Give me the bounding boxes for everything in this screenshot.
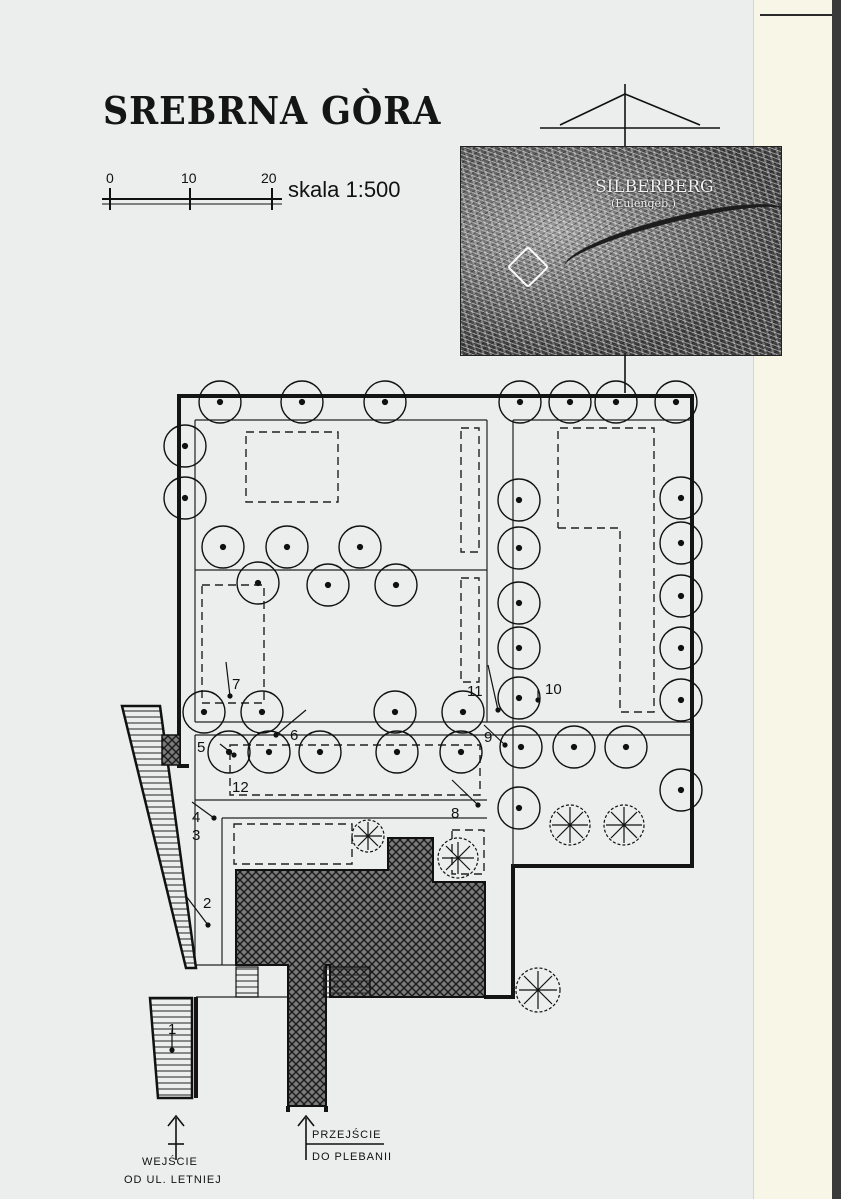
scale-label: skala 1:500 (288, 177, 401, 202)
boundary-wall-bottom (194, 997, 328, 1112)
tree-icon (659, 626, 703, 670)
trees-group (163, 380, 703, 830)
point-label: 8 (451, 805, 459, 822)
point-label: 11 (467, 683, 483, 700)
tree-icon (163, 476, 207, 520)
point-label: 4 (192, 809, 200, 826)
tree-icon (499, 725, 543, 769)
tree-icon (373, 690, 417, 734)
scale-tick-label: 10 (181, 170, 197, 186)
tree-icon (163, 424, 207, 468)
point-label: 5 (197, 739, 205, 756)
point-labels: 1 2 3 4 5 6 7 8 9 10 11 12 (168, 676, 562, 1038)
entrance-arrow-icon (167, 1114, 185, 1160)
tree-icon (265, 525, 309, 569)
north-arrow-icon (540, 84, 720, 393)
scale-tick-label: 0 (106, 170, 114, 186)
scale-bar (102, 188, 282, 210)
tree-icon (375, 730, 419, 774)
tree-icon (594, 380, 638, 424)
tree-icon (654, 380, 698, 424)
passage-arrow-icon (297, 1114, 384, 1160)
passage-note: DO PLEBANII (312, 1151, 392, 1163)
point-label: 9 (484, 729, 492, 746)
page-title: SREBRNA GÒRA (103, 88, 442, 133)
tree-icon (280, 380, 324, 424)
entrance-note: OD UL. LETNIEJ (124, 1174, 222, 1186)
point-label: 2 (203, 895, 211, 912)
tree-icon (207, 730, 251, 774)
tree-icon (497, 581, 541, 625)
tree-icon (659, 574, 703, 618)
church-building (235, 837, 486, 1107)
tree-icon (306, 563, 350, 607)
tree-icon (497, 526, 541, 570)
tree-icon (498, 380, 542, 424)
tree-icon (497, 626, 541, 670)
passage-note: PRZEJŚCIE (312, 1128, 382, 1141)
map-town-label: SILBERBERG (595, 177, 714, 197)
tree-icon (441, 690, 485, 734)
shrub-icon (351, 819, 385, 853)
point-label: 1 (168, 1021, 176, 1038)
point-label: 3 (192, 827, 200, 844)
tree-icon (298, 730, 342, 774)
tree-icon (247, 730, 291, 774)
point-label: 12 (232, 779, 249, 796)
tree-icon (548, 380, 592, 424)
shrub-icon (515, 967, 561, 1013)
tree-icon (363, 380, 407, 424)
tree-icon (497, 786, 541, 830)
tree-icon (439, 730, 483, 774)
tree-icon (198, 380, 242, 424)
shrubs-group (351, 804, 645, 1013)
tree-icon (201, 525, 245, 569)
point-label: 6 (290, 727, 298, 744)
tree-icon (374, 563, 418, 607)
tree-icon (497, 676, 541, 720)
sheet-edge (832, 0, 841, 1199)
tree-icon (497, 478, 541, 522)
entrance-stairs (120, 704, 198, 1100)
flower-beds (201, 427, 655, 875)
shrub-icon (603, 804, 645, 846)
tree-icon (659, 521, 703, 565)
tree-icon (236, 561, 280, 605)
shrub-icon (437, 837, 479, 879)
shrub-icon (549, 804, 591, 846)
scale-tick-label: 20 (261, 170, 277, 186)
point-label: 7 (232, 676, 240, 693)
map-region-label: (Eulengeb.) (611, 197, 676, 210)
entrance-note: WEJŚCIE (142, 1155, 198, 1168)
viewpoint-markers (169, 661, 541, 1053)
tree-icon (659, 476, 703, 520)
tree-icon (604, 725, 648, 769)
tree-icon (659, 768, 703, 812)
tree-icon (338, 525, 382, 569)
tree-icon (240, 690, 284, 734)
tree-icon (659, 678, 703, 722)
sheet-frame-top (760, 14, 832, 20)
point-label: 10 (545, 681, 562, 698)
location-map: SILBERBERG (Eulengeb.) (460, 146, 782, 356)
tree-icon (182, 690, 226, 734)
tree-icon (552, 725, 596, 769)
